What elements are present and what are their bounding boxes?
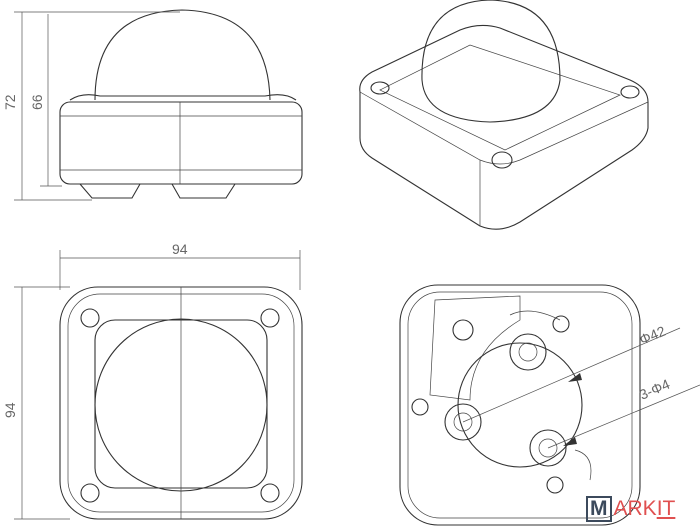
front-view: 94 94 (2, 241, 303, 520)
logo-it: IT (656, 497, 676, 520)
dimension-phi42: Φ42 (637, 323, 668, 348)
dimension-72: 72 (2, 94, 18, 110)
logo-m: M (586, 496, 612, 522)
isometric-view (359, 0, 649, 230)
dimension-94-width: 94 (172, 241, 188, 257)
dimension-94-height: 94 (2, 402, 18, 418)
markit-logo: M ARK IT (586, 496, 675, 522)
dimension-66: 66 (29, 94, 45, 110)
back-view: Φ42 3-Φ4 (399, 284, 700, 526)
side-view: 72 66 (2, 9, 303, 201)
logo-ark: ARK (613, 497, 657, 520)
